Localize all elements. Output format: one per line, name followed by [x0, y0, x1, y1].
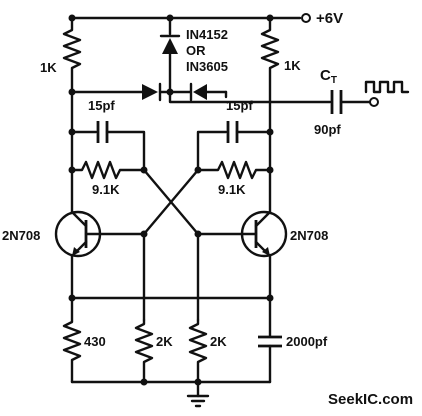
resistor-1k-right	[260, 16, 280, 134]
output-terminal	[369, 97, 379, 107]
transistor-right-label: 2N708	[290, 228, 328, 243]
ground-icon	[186, 380, 210, 408]
resistor-2k-left-label: 2K	[156, 334, 173, 349]
diode-horizontal-left	[142, 82, 172, 102]
transistor-right	[196, 210, 288, 258]
capacitor-2000pf-label: 2000pf	[286, 334, 328, 349]
resistor-430	[62, 296, 82, 384]
resistor-1k-left	[62, 16, 82, 94]
capacitor-2000pf	[258, 296, 282, 384]
coupling-cap-value: 90pf	[314, 122, 341, 137]
diode-horizontal-right	[168, 82, 228, 102]
resistor-9k1-right	[196, 160, 272, 180]
resistor-2k-left	[134, 318, 154, 384]
diode-part-or-label: OR	[186, 43, 206, 58]
resistor-430-label: 430	[84, 334, 106, 349]
output-waveform-icon	[364, 80, 410, 94]
diode-part-1-label: IN4152	[186, 27, 228, 42]
diode-right-feed-wire	[168, 90, 332, 104]
capacitor-15pf-right	[196, 121, 272, 172]
resistor-1k-left-label: 1K	[40, 60, 57, 75]
resistor-9k1-right-label: 9.1K	[218, 182, 246, 197]
resistor-9k1-left-label: 9.1K	[92, 182, 120, 197]
resistor-2k-right-label: 2K	[210, 334, 227, 349]
cross-wire-b	[142, 168, 200, 236]
coupling-cap-name: CT	[320, 67, 337, 86]
supply-label: +6V	[316, 10, 343, 27]
resistor-9k1-left	[70, 160, 146, 180]
junction-ground-144	[140, 378, 148, 386]
transistor-left	[54, 210, 146, 258]
capacitor-15pf-left-label: 15pf	[88, 98, 115, 113]
transistor-left-label: 2N708	[2, 228, 40, 243]
coupling-capacitor	[330, 90, 372, 114]
resistor-1k-right-label: 1K	[284, 58, 301, 73]
resistor-2k-right	[188, 318, 208, 384]
capacitor-15pf-left	[70, 121, 146, 172]
coupling-cap-sub: T	[331, 75, 337, 86]
capacitor-15pf-right-label: 15pf	[226, 98, 253, 113]
supply-terminal	[301, 13, 311, 23]
watermark: SeekIC.com	[328, 391, 413, 408]
diode-vertical	[159, 16, 181, 98]
diode-part-2-label: IN3605	[186, 59, 228, 74]
